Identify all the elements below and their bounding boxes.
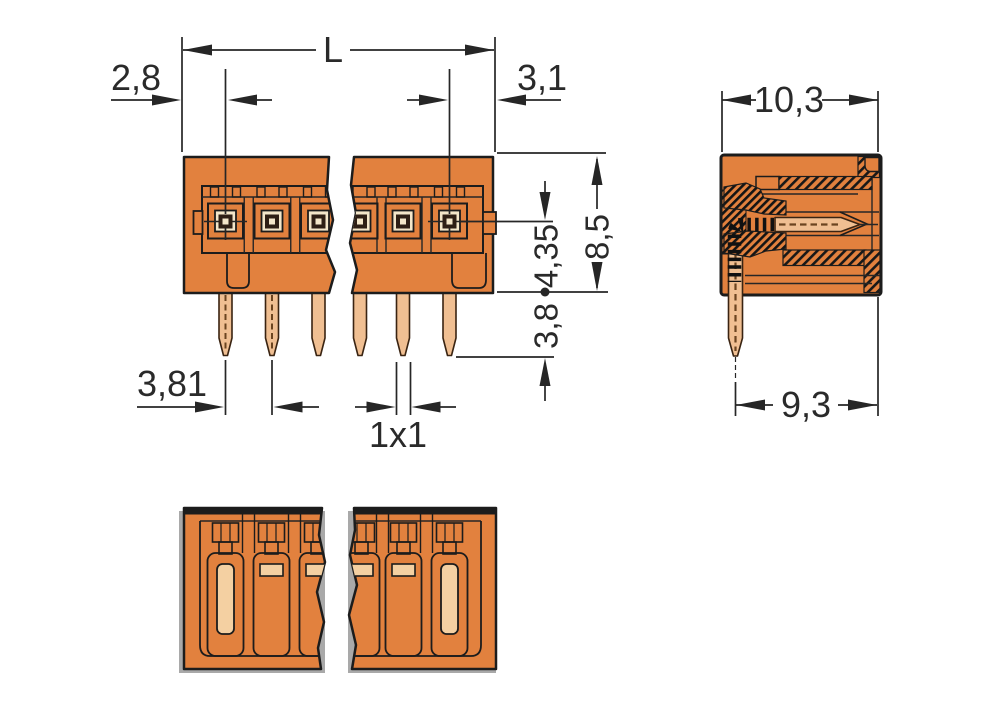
dim-label-side-depth: 10,3 (754, 79, 824, 120)
bottom-left-internals (184, 508, 325, 657)
dim-housing-height: 8,5 (579, 156, 616, 291)
latch-tab (226, 253, 250, 289)
side-view (719, 153, 883, 378)
dim-last-pin-to-edge: 3,1 (407, 57, 567, 106)
dim-label-pin-cross-section: 1x1 (369, 414, 427, 455)
polarization-tab-left (192, 210, 204, 235)
dim-pin-cross-section: 1x1 (355, 401, 456, 455)
dim-label-pin-center-to-bottom: 4,35 (528, 224, 565, 288)
dim-pin-center-to-bottom: 4,35 (528, 181, 565, 297)
keying-slot (440, 563, 459, 635)
section-hatch-lower-band (782, 249, 867, 267)
pin-cell (384, 202, 422, 240)
keying-notch (305, 563, 325, 577)
dim-pin-length: 3,8 (528, 303, 565, 401)
knurled-contact-arc (727, 217, 774, 282)
dim-label-pin-length: 3,8 (528, 303, 565, 349)
corner-notch (864, 156, 880, 173)
front-solder-pins (218, 289, 457, 357)
dim-label-last-pin-to-edge: 3,1 (517, 57, 567, 98)
collar-ticks (350, 186, 466, 198)
dim-pin-pitch: 3,81 (137, 363, 319, 413)
section-hatch-top-band (778, 175, 873, 191)
dim-label-pin-to-back: 9,3 (781, 384, 831, 425)
section-hatch-bottom-right (863, 249, 881, 294)
solder-pin (442, 289, 457, 357)
front-housing-left (182, 155, 337, 295)
band-empty (755, 175, 780, 191)
dim-edge-to-first-pin: 2,8 (111, 57, 272, 106)
dim-label-edge-to-first-pin: 2,8 (111, 57, 161, 98)
keying-slot (216, 563, 235, 635)
bottom-view (179, 506, 498, 673)
polarization-tab-right (482, 211, 497, 235)
dim-total-width: L (183, 29, 494, 70)
dim-side-depth: 10,3 (722, 79, 878, 120)
dim-label-housing-height: 8,5 (579, 214, 616, 260)
dimensions: L 2,8 3,1 3,81 (111, 29, 879, 455)
dim-pin-to-back: 9,3 (736, 384, 877, 425)
keying-notch (391, 563, 416, 577)
solder-pin (311, 289, 326, 357)
bottom-housing-right (347, 506, 498, 671)
pin-cell (253, 202, 291, 240)
solder-pin (395, 289, 411, 357)
pin-cell (300, 202, 335, 240)
latch-tab (451, 253, 487, 289)
dim-label-total-width: L (323, 29, 343, 70)
dim-label-pin-pitch: 3,81 (137, 363, 207, 404)
side-male-pin (774, 216, 861, 233)
channel-group (349, 514, 469, 657)
keying-notch (259, 563, 284, 577)
contact-hatch-upper (723, 182, 787, 216)
front-view (182, 155, 497, 357)
solder-pin (352, 289, 368, 357)
bottom-right-internals (349, 508, 496, 657)
